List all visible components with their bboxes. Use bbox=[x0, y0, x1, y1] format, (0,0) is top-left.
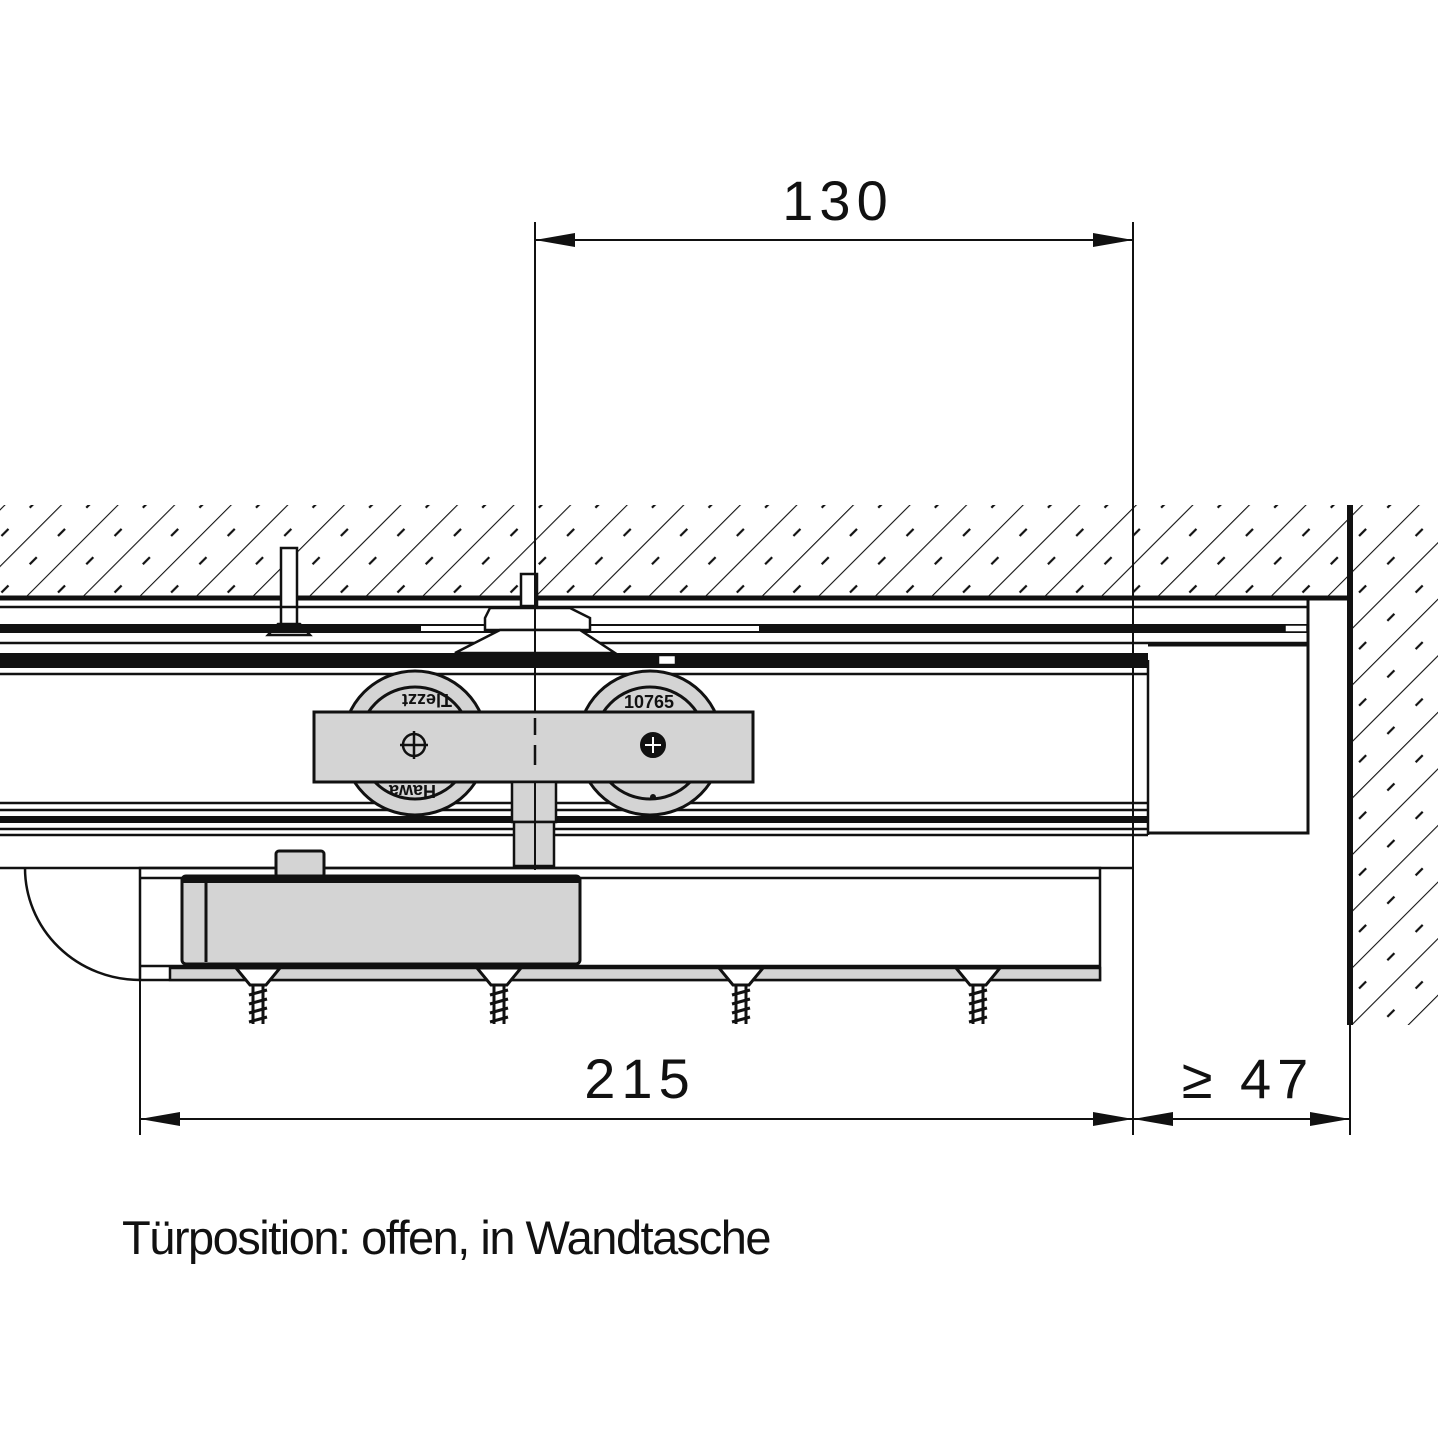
wheel-marking-top: Tlezzt bbox=[402, 690, 452, 710]
dimension-47: ≥ 47 bbox=[1182, 1047, 1315, 1110]
ceiling-mount bbox=[454, 572, 678, 667]
top-track bbox=[0, 598, 1310, 837]
screw-icon bbox=[640, 732, 666, 758]
screw-icon bbox=[400, 731, 428, 759]
wheel-marking-bottom: Hawa bbox=[388, 781, 436, 801]
mounting-screws bbox=[232, 966, 1004, 1024]
extension-lines bbox=[139, 222, 1351, 1135]
wall-hatch bbox=[1350, 505, 1438, 1025]
ceiling-hatch bbox=[0, 505, 1350, 598]
wheel-marking-top: 10765 bbox=[624, 692, 674, 712]
caption: Türposition: offen, in Wandtasche bbox=[122, 1211, 772, 1264]
carriage-plate bbox=[312, 710, 755, 784]
dimension-130: 130 bbox=[782, 169, 893, 232]
dimension-215: 215 bbox=[584, 1047, 695, 1110]
door-closer bbox=[180, 849, 582, 966]
